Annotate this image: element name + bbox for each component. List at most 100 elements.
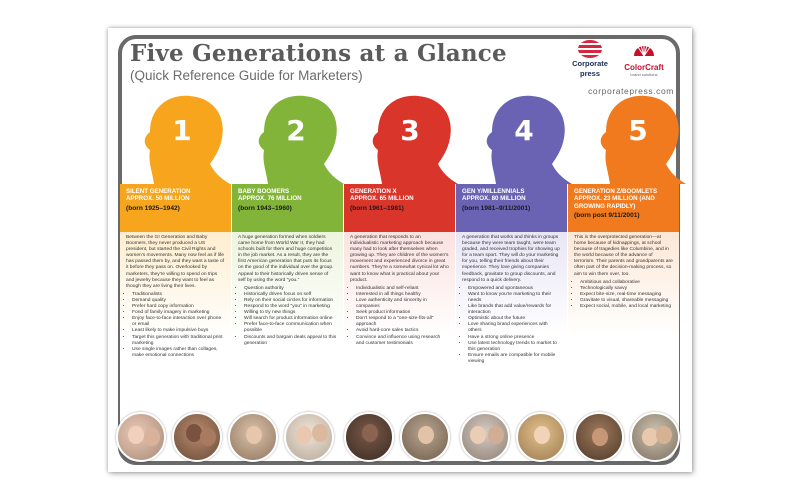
generation-years: (born 1961–1981) [350, 204, 404, 212]
generation-description: A generation that works and thinks in gr… [462, 235, 560, 283]
head-number: 1 [172, 114, 192, 147]
photo-face [362, 424, 378, 442]
generation-name: GEN Y/MILLENNIALS [462, 188, 525, 195]
head-5: 5 [586, 92, 692, 184]
photo-face [296, 426, 312, 444]
head-3: 3 [358, 92, 468, 184]
trait-item: Avoid hard-core sales tactics [356, 328, 449, 334]
photo-genx-woman [400, 412, 450, 462]
head-silhouette-icon [144, 95, 230, 184]
trait-item: Discounts and bargain deals appeal to th… [244, 335, 337, 347]
column-body: A huge generation formed when soldiers c… [232, 232, 343, 350]
generation-name: BABY BOOMERS [238, 188, 290, 195]
trait-list: Question authority Historically driven f… [238, 286, 337, 347]
colorcraft-logo-icon [634, 41, 654, 57]
trait-list: Empowered and spontaneous Want to know y… [462, 286, 561, 365]
photo-face [592, 428, 608, 446]
column-header: GENERATION Z/BOOMLETS APPROX. 23 MILLION… [568, 184, 679, 232]
trait-item: Prefer face-to-face communication when p… [244, 322, 337, 334]
generation-size: APPROX. 23 MILLION (AND GROWING RAPIDLY) [574, 195, 655, 210]
trait-list: Individualistic and self-reliant Interes… [350, 286, 449, 347]
trait-item: Willing to try new things [244, 310, 337, 316]
trait-item: Fond of family imagery in marketing [132, 310, 225, 316]
photo-boomer-couple [284, 412, 334, 462]
corporate-press-logo: Corporate press [570, 40, 610, 78]
generation-description: A huge generation formed when soldiers c… [238, 235, 334, 283]
column-body: This is the overprotected generation—at … [568, 232, 679, 313]
head-number: 4 [514, 114, 534, 147]
trait-item: Technologically savvy [580, 286, 673, 292]
head-1: 1 [130, 92, 240, 184]
trait-item: Don't respond to a "one-size-fits-all" a… [356, 316, 449, 328]
logo1-text-1: Corporate [572, 59, 608, 68]
photo-face [246, 426, 262, 444]
page-title: Five Generations at a Glance [130, 40, 507, 67]
photo-face [418, 426, 434, 444]
head-silhouette-icon [486, 95, 572, 184]
photo-genz-kids [630, 412, 680, 462]
photo-genx-man [344, 412, 394, 462]
page-subtitle: (Quick Reference Guide for Marketers) [130, 68, 363, 83]
photo-face [656, 426, 672, 444]
photo-boomers [228, 412, 278, 462]
logo1-text-2: press [579, 69, 600, 78]
generation-size: APPROX. 65 MILLION [350, 195, 414, 203]
column-body: A generation that responds to an individ… [344, 232, 455, 350]
column-header: SILENT GENERATION APPROX. 50 MILLION (bo… [120, 184, 231, 232]
generation-name: GENERATION Z/BOOMLETS [574, 188, 658, 195]
column-header: BABY BOOMERS APPROX. 76 MILLION (born 19… [232, 184, 343, 232]
logo2-text: ColorCraft [624, 63, 664, 72]
trait-item: Optimistic about the future [468, 316, 561, 322]
generation-years: (born 1981–9/11/2001) [462, 204, 531, 212]
trait-item: Historically driven focus on self [244, 292, 337, 298]
generation-name: GENERATION X [350, 188, 397, 195]
photo-face [144, 428, 160, 446]
photo-face [470, 426, 486, 444]
trait-item: Seek product information [356, 310, 449, 316]
photo-millennial-woman [516, 412, 566, 462]
trait-item: Respond to the word "you" in marketing [244, 304, 337, 310]
generation-years: (born 1943–1960) [238, 204, 292, 212]
photo-genz-child [574, 412, 624, 462]
trait-item: Least likely to make impulsive buys [132, 328, 225, 334]
trait-item: Rely on their social circles for informa… [244, 298, 337, 304]
generation-column-5: GENERATION Z/BOOMLETS APPROX. 23 MILLION… [568, 184, 679, 437]
trait-item: Interested in all things healthy [356, 292, 449, 298]
colorcraft-logo: ColorCraft brand solutions [616, 40, 672, 77]
generation-column-1: SILENT GENERATION APPROX. 50 MILLION (bo… [120, 184, 231, 437]
logo-area: Corporate press ColorCraft brand solutio… [566, 40, 676, 100]
head-number: 5 [628, 114, 648, 147]
generation-years: (born 1925–1942) [126, 204, 180, 212]
trait-item: Target this generation with traditional … [132, 335, 225, 347]
trait-item: Prefer hard copy information [132, 304, 225, 310]
trait-item: Individualistic and self-reliant [356, 286, 449, 292]
head-silhouette-icon [258, 95, 344, 184]
generation-size: APPROX. 50 MILLION [126, 195, 190, 203]
column-header: GEN Y/MILLENNIALS APPROX. 80 MILLION (bo… [456, 184, 567, 232]
photo-millennials-group [460, 412, 510, 462]
column-header: GENERATION X APPROX. 65 MILLION (born 19… [344, 184, 455, 232]
generation-column-3: GENERATION X APPROX. 65 MILLION (born 19… [344, 184, 455, 437]
head-number: 3 [400, 114, 420, 147]
trait-item: Will search for product information onli… [244, 316, 337, 322]
website-url: corporatepress.com [588, 86, 674, 96]
trait-item: Ensure emails are compatible for mobile … [468, 353, 561, 365]
photo-face [200, 428, 216, 446]
trait-item: Convince and influence using research an… [356, 335, 449, 347]
photo-face [534, 426, 550, 444]
trait-item: Want to know you're marketing to their n… [468, 292, 561, 304]
generation-name: SILENT GENERATION [126, 188, 191, 195]
logo2-subtext: brand solutions [630, 72, 658, 77]
trait-list: Traditionalists Demand quality Prefer ha… [126, 292, 225, 359]
photo-face [186, 424, 202, 442]
photo-senior-couple [172, 412, 222, 462]
trait-item: Expect social, mobile, and local marketi… [580, 304, 673, 310]
trait-item: Enjoy face-to-face interaction over phon… [132, 316, 225, 328]
trait-item: Expect bite-size, real-time messaging [580, 292, 673, 298]
reference-guide-sheet: Five Generations at a Glance (Quick Refe… [108, 28, 692, 472]
generation-years: (born post 9/11/2001) [574, 212, 640, 220]
generation-size: APPROX. 76 MILLION [238, 195, 302, 203]
trait-item: Ambitious and collaborative [580, 280, 673, 286]
trait-item: Demand quality [132, 298, 225, 304]
head-silhouette-icon [600, 95, 686, 184]
